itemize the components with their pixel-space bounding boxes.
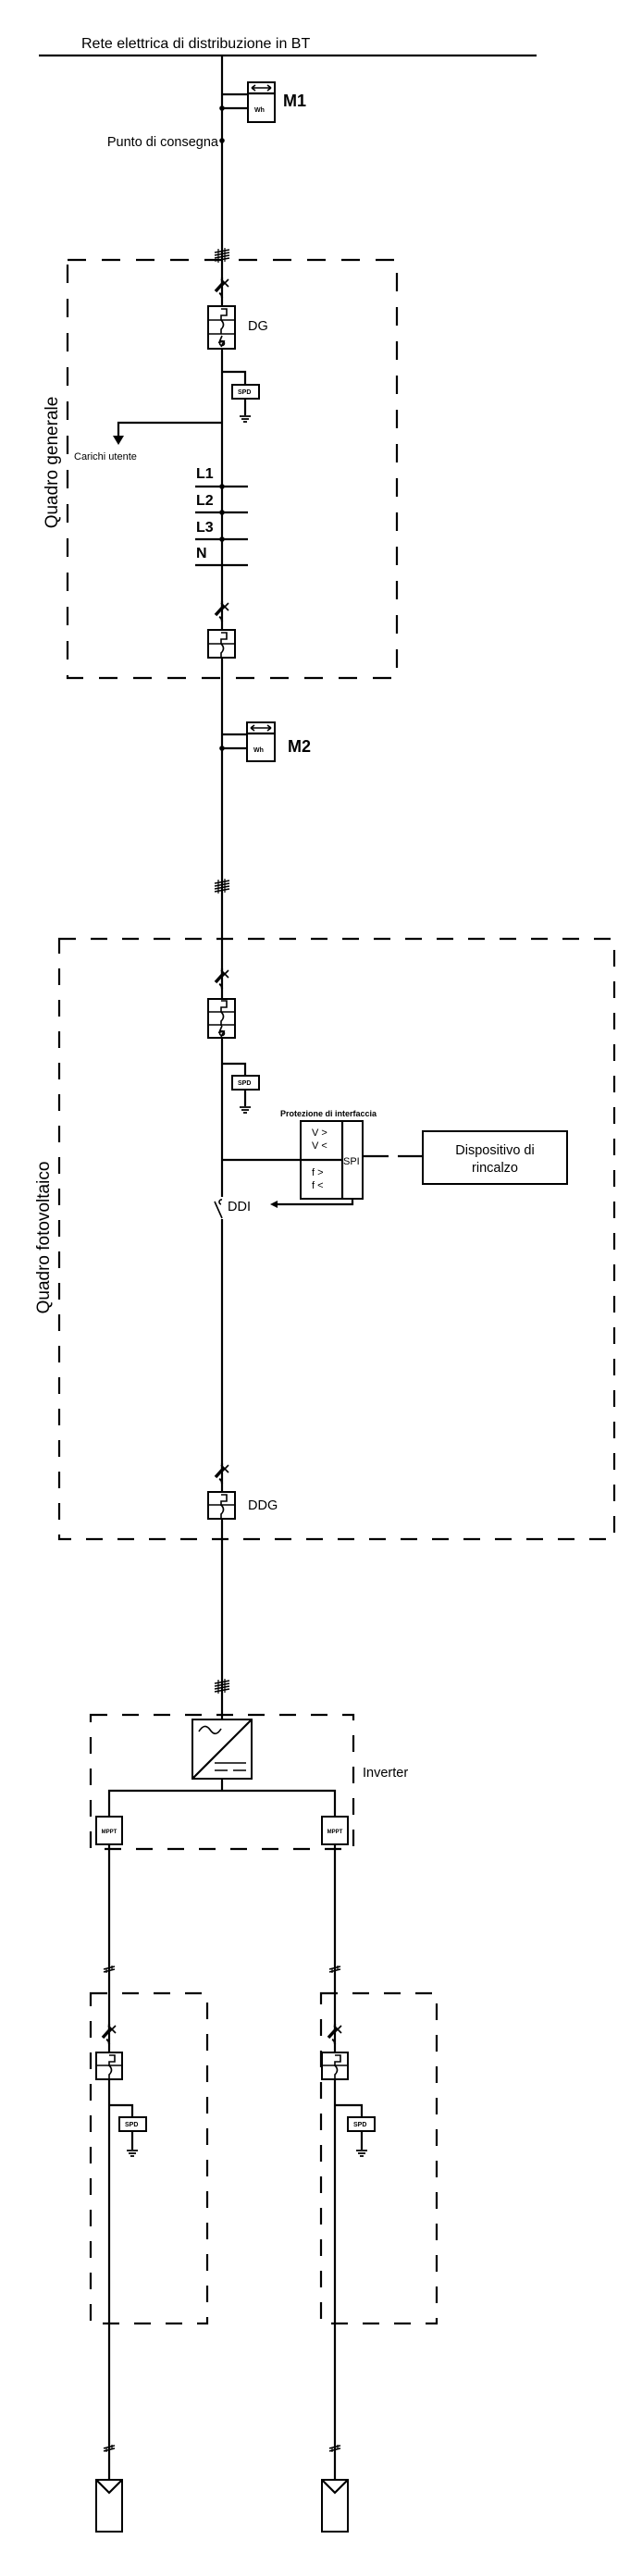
meter-m2: Wh M2 — [219, 721, 311, 762]
quadro-fotovoltaico-enclosure — [57, 937, 616, 1541]
spi-function: V > — [312, 1128, 327, 1139]
bus-label-l3: L3 — [196, 520, 214, 536]
generator-breaker-ddg — [207, 1491, 236, 1520]
interface-switch-ddi: DDI — [214, 1197, 251, 1219]
string-box-enclosure — [89, 1991, 209, 2325]
bus-label-l1: L1 — [196, 466, 214, 482]
ground-icon — [239, 415, 252, 423]
spd-quadro-fotovoltaico: SPD — [222, 1062, 260, 1114]
inverter-symbol — [191, 1719, 253, 1780]
string-breaker — [321, 2052, 349, 2080]
spi-function: f < — [312, 1180, 324, 1191]
meter-unit: Wh — [253, 747, 264, 754]
spd-label: SPD — [125, 2122, 138, 2128]
main-breaker-dg — [207, 305, 236, 350]
ground-icon — [239, 1106, 252, 1114]
user-loads-label: Carichi utente — [74, 451, 137, 462]
mppt-label: MPPT — [102, 1830, 117, 1835]
bus-label-n: N — [196, 546, 207, 561]
pv-main-breaker — [207, 998, 236, 1039]
bidirectional-arrow-icon — [251, 84, 272, 92]
interface-protection-spi: V > V < f > f < SPI — [222, 1120, 364, 1208]
spi-function: V < — [312, 1140, 327, 1152]
mppt-box: MPPT — [95, 1816, 123, 1845]
busbars: L1 L2 L3 N — [195, 466, 248, 567]
spi-function: f > — [312, 1167, 324, 1178]
main-breaker-label: DG — [248, 319, 268, 334]
delivery-point-dot — [219, 138, 225, 143]
ground-icon — [126, 2150, 139, 2157]
backup-device-label: Dispositivo di — [455, 1143, 534, 1158]
mppt-branch-line — [107, 1789, 337, 1817]
quadro-generale-title: Quadro generale — [43, 397, 62, 529]
arrow-down-icon — [113, 436, 124, 445]
interface-switch-label: DDI — [228, 1200, 251, 1214]
interface-protection-title: Protezione di interfaccia — [280, 1109, 377, 1118]
grid-label: Rete elettrica di distribuzione in BT — [81, 36, 310, 52]
meter-m1: Wh M1 — [219, 81, 306, 123]
spi-label: SPI — [343, 1156, 360, 1167]
ac-wave-icon — [198, 1725, 222, 1735]
pv-string-2: SPD — [319, 1844, 439, 2533]
bidirectional-arrow-icon — [250, 724, 272, 732]
user-loads-branch: Carichi utente — [74, 421, 222, 462]
pv-string-1: SPD — [89, 1844, 209, 2533]
meter-unit: Wh — [254, 107, 265, 114]
string-breaker — [95, 2052, 123, 2080]
spd-label: SPD — [353, 2122, 366, 2128]
string-box-enclosure — [319, 1991, 439, 2325]
generator-breaker-label: DDG — [248, 1498, 278, 1513]
meter-label: M1 — [283, 92, 306, 110]
output-breaker-qg — [207, 629, 236, 659]
mppt-label: MPPT — [327, 1830, 343, 1835]
spd-label: SPD — [238, 1080, 251, 1087]
spd-label: SPD — [238, 389, 251, 396]
mppt-box: MPPT — [321, 1816, 349, 1845]
ground-icon — [355, 2150, 368, 2157]
pv-module-icon — [321, 2479, 349, 2533]
delivery-point-label: Punto di consegna — [107, 135, 219, 150]
bus-label-l2: L2 — [196, 493, 214, 509]
dc-lines-icon — [215, 1762, 246, 1771]
pv-module-icon — [95, 2479, 123, 2533]
backup-device-box: Dispositivo di rincalzo — [422, 1130, 568, 1185]
meter-label: M2 — [288, 737, 311, 756]
spd-quadro-generale: SPD — [222, 370, 260, 423]
inverter-label: Inverter — [363, 1766, 408, 1781]
backup-device-label: rincalzo — [472, 1161, 518, 1176]
quadro-fotovoltaico-title: Quadro fotovoltaico — [34, 1162, 54, 1314]
arrow-left-icon — [270, 1201, 278, 1208]
